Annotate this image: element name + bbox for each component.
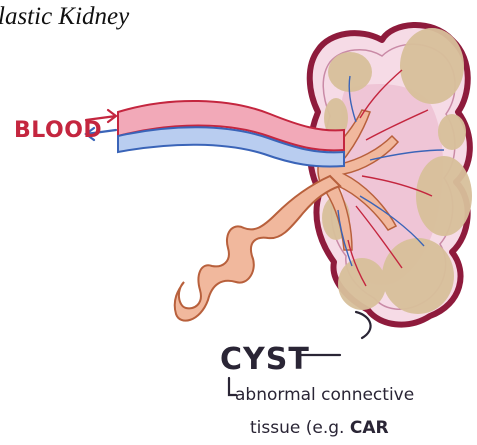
cyst (400, 28, 464, 104)
cyst (416, 156, 472, 236)
cyst-bracket (356, 312, 371, 338)
cyst (338, 258, 386, 310)
figure-title: lastic Kidney (0, 3, 129, 31)
cyst-note-line1: abnormal connective (235, 385, 414, 405)
cyst-note-prefix: tissue (e.g. (250, 418, 350, 438)
ureter (175, 176, 340, 321)
cyst (328, 52, 372, 92)
blood-label: BLOOD (14, 118, 102, 143)
cyst-label: CYST (220, 342, 310, 377)
cyst-note-bold: CAR (350, 418, 389, 438)
cyst-note-line2: tissue (e.g. CAR (250, 418, 389, 438)
cyst (438, 114, 466, 150)
cyst (382, 238, 454, 314)
